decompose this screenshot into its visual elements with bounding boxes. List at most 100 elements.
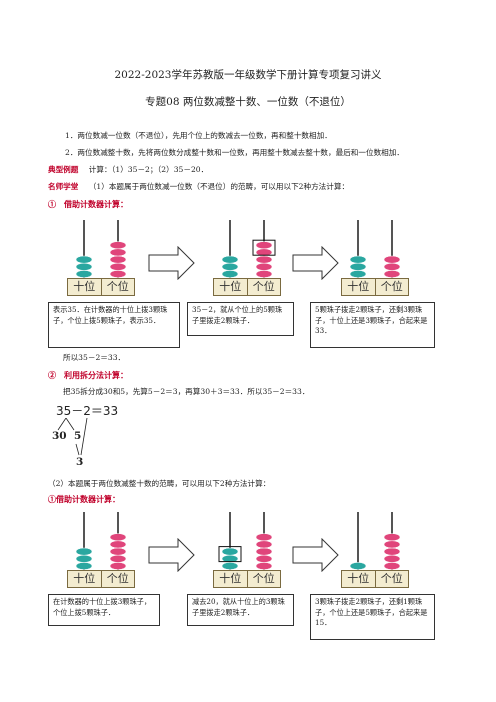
abacus-bead: [75, 270, 93, 278]
abacus-bead: [349, 262, 367, 271]
explain-box-3: 5颗珠子拨走2颗珠子，还剩3颗珠子，十位上还是3颗珠子，合起来是33．: [310, 302, 435, 348]
part2-heading: ①借助计数器计算：: [48, 494, 120, 504]
abacus-bead: [221, 562, 239, 570]
page-title: 2022-2023学年苏教版一年级数学下册计算专项复习讲义: [114, 69, 382, 81]
abacus-bead: [221, 262, 239, 271]
split-result: 3: [76, 456, 84, 468]
abacus-bead: [109, 262, 127, 271]
rule-1: 1．两位数减一位数（不退位），先用个位上的数减去一位数，再和整十数相加．: [65, 131, 332, 140]
arrow-right-icon: [292, 538, 339, 572]
abacus-bead: [255, 262, 273, 271]
abacus-bead: [349, 562, 367, 570]
abacus-bead: [383, 540, 401, 549]
abacus-bead: [255, 241, 273, 250]
abacus-5-beads: [218, 512, 273, 570]
abacus-bead: [109, 562, 127, 570]
tens-label: 十位: [73, 280, 96, 293]
abacus-bead: [255, 533, 273, 542]
abacus-bead: [255, 255, 273, 264]
highlight-box: [218, 546, 242, 563]
explain-box-6: 3颗珠子拨走2颗珠子，还剩1颗珠子，个位上还是5颗珠子，合起来是15．: [310, 594, 435, 640]
example-row: 典型例题 计算：（1）35－2；（2）35－20．: [48, 165, 208, 175]
abacus-2-plate: 十位 个位: [213, 278, 281, 296]
explain-box-5: 减去20，就从十位上的3颗珠子里拨走2颗珠子．: [187, 594, 294, 626]
abacus-bead: [221, 255, 239, 264]
abacus-bead: [75, 262, 93, 271]
example-label: 典型例题: [48, 165, 79, 174]
tens-label: 十位: [73, 572, 96, 585]
abacus-bead: [75, 255, 93, 264]
abacus-2-beads: [221, 220, 276, 278]
abacus-bead: [109, 241, 127, 250]
highlight-box: [252, 239, 276, 256]
ones-label: 个位: [246, 571, 281, 587]
abacus-bead: [383, 547, 401, 556]
abacus-bead: [75, 554, 93, 563]
ones-label: 个位: [100, 571, 135, 587]
abacus-bead: [221, 547, 239, 556]
split-ones: 5: [74, 430, 82, 442]
abacus-bead: [221, 270, 239, 278]
example-text: 计算：（1）35－2；（2）35－20．: [88, 165, 209, 174]
explain-box-2: 35－2，就从个位上的5颗珠子里拨走2颗珠子．: [187, 302, 294, 336]
abacus-bead: [75, 562, 93, 570]
abacus-bead: [109, 554, 127, 563]
abacus-bead: [109, 540, 127, 549]
method2-heading: ② 利用拆分法计算：: [48, 370, 128, 380]
abacus-1-beads: [75, 220, 127, 278]
explain-box-1: 表示35．在计数器的十位上拨3颗珠子，个位上拨5颗珠子，表示35．: [48, 302, 180, 348]
tens-label: 十位: [347, 280, 370, 293]
teacher-label: 名师学堂: [48, 182, 79, 191]
explain-box-4: 在计数器的十位上拨3颗珠子，个位上拨5颗珠子．: [48, 594, 160, 626]
abacus-1-plate: 十位 个位: [67, 278, 135, 296]
method1-heading: ① 借助计数器计算：: [48, 199, 128, 209]
ones-label: 个位: [100, 279, 135, 295]
abacus-bead: [349, 270, 367, 278]
abacus-bead: [255, 562, 273, 570]
tens-label: 十位: [219, 572, 242, 585]
abacus-bead: [349, 255, 367, 264]
abacus-6-plate: 十位 个位: [341, 570, 409, 588]
ones-label: 个位: [374, 279, 409, 295]
split-equation: 35－2＝33: [56, 404, 119, 418]
abacus-4-beads: [75, 512, 127, 570]
teacher-text: （1）本题属于两位数减一位数（不退位）的范畴，可以用以下2种方法计算：: [88, 182, 350, 191]
abacus-bead: [109, 255, 127, 264]
abacus-2: 十位 个位: [213, 218, 281, 298]
abacus-bead: [383, 533, 401, 542]
abacus-bead: [109, 248, 127, 257]
arrow-right-icon: [292, 246, 339, 280]
abacus-4: 十位 个位: [67, 510, 135, 590]
arrow-right-icon: [148, 246, 195, 280]
abacus-1: 十位 个位: [67, 218, 135, 298]
abacus-bead: [255, 270, 273, 278]
abacus-bead: [383, 262, 401, 271]
abacus-bead: [383, 270, 401, 278]
tens-label: 十位: [347, 572, 370, 585]
abacus-bead: [255, 554, 273, 563]
abacus-6: 十位 个位: [341, 510, 409, 590]
abacus-bead: [109, 547, 127, 556]
abacus-3: 十位 个位: [341, 218, 409, 298]
rule-2: 2．两位数减整十数，先将两位数分成整十数和一位数，再用整十数减去整十数，最后和一…: [65, 148, 404, 157]
abacus-5-plate: 十位 个位: [213, 570, 281, 588]
abacus-bead: [109, 533, 127, 542]
ones-label: 个位: [374, 571, 409, 587]
abacus-6-beads: [349, 512, 401, 570]
split-tens: 30: [52, 430, 67, 442]
abacus-bead: [383, 554, 401, 563]
abacus-4-plate: 十位 个位: [67, 570, 135, 588]
abacus-bead: [383, 255, 401, 264]
page-subtitle: 专题08 两位数减整十数、一位数（不退位）: [145, 96, 351, 108]
method2-text: 把35拆分成30和5，先算5－2＝3，再算30＋3＝33．所以35－2＝33．: [63, 387, 310, 396]
abacus-bead: [383, 562, 401, 570]
abacus-bead: [109, 270, 127, 278]
abacus-bead: [255, 547, 273, 556]
method1-conclusion: 所以35－2＝33．: [63, 353, 126, 362]
abacus-3-plate: 十位 个位: [341, 278, 409, 296]
abacus-bead: [75, 547, 93, 556]
part2-text: （2）本题属于两位数减整十数的范畴，可以用以下2种方法计算：: [48, 479, 271, 488]
abacus-5: 十位 个位: [213, 510, 281, 590]
teacher-row: 名师学堂 （1）本题属于两位数减一位数（不退位）的范畴，可以用以下2种方法计算：: [48, 182, 349, 192]
arrow-right-icon: [148, 538, 195, 572]
